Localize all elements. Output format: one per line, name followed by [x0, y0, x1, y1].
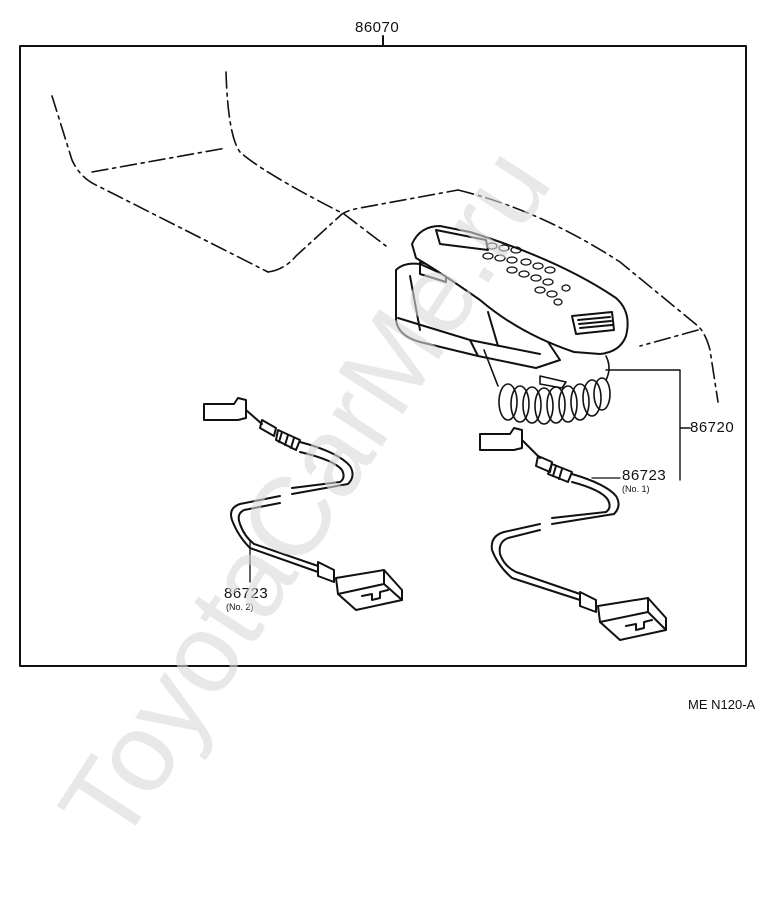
handset-assembly-part-number: 86720 [690, 419, 735, 436]
keypad-buttons [482, 242, 571, 306]
cord-no1-part-number: 86723 [622, 467, 667, 484]
cord-no2 [203, 397, 403, 611]
handset-assembly-leader [605, 369, 691, 481]
cord-no2-part-number: 86723 [224, 585, 269, 602]
assembly-part-number: 86070 [355, 19, 400, 36]
phone-handset [411, 225, 629, 355]
cord-no1-note: (No. 1) [622, 484, 650, 494]
phone-cradle [395, 261, 561, 369]
cord-no1 [479, 427, 667, 641]
cord-no2-note: (No. 2) [226, 602, 254, 612]
coiled-cord [483, 349, 611, 425]
console-outline [51, 71, 719, 403]
figure-code: ME N120-A [688, 697, 756, 712]
